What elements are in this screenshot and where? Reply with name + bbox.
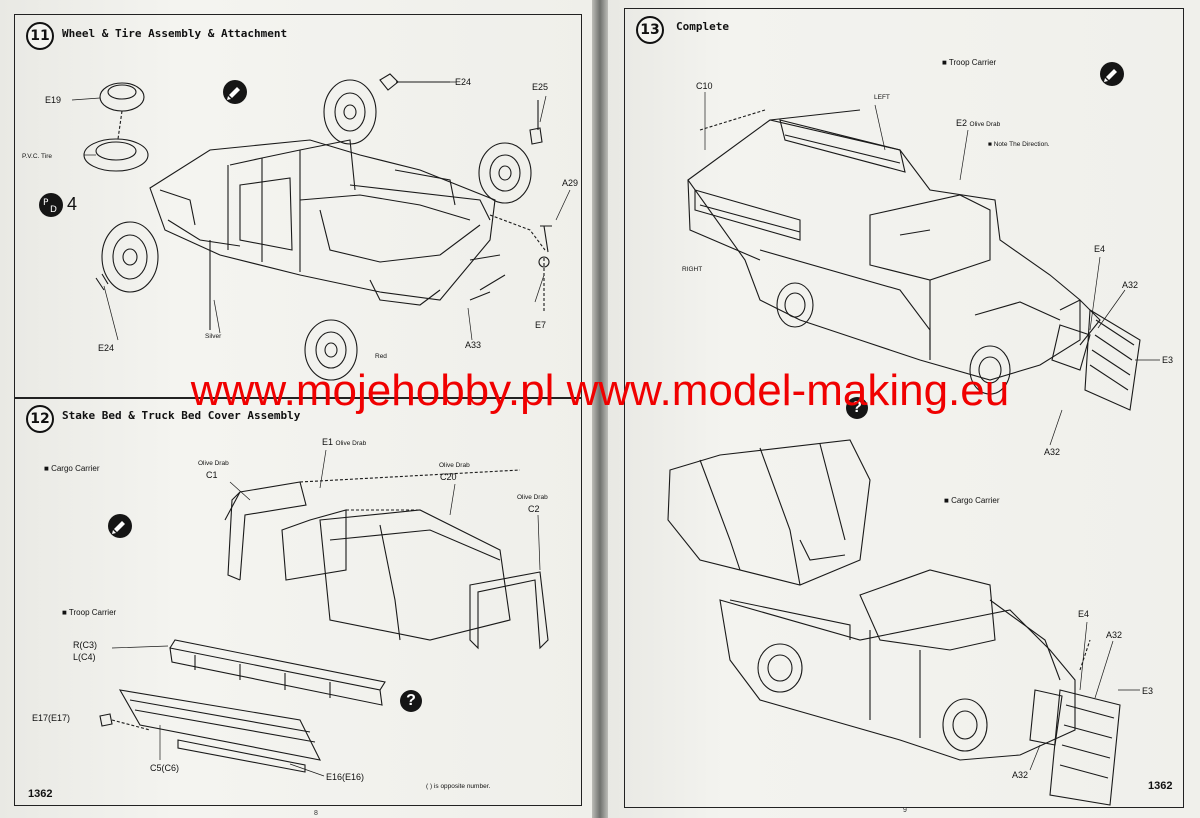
label-e3-bottom: E3 xyxy=(1142,686,1154,696)
step13-title: Complete xyxy=(676,20,729,33)
label-c2-color: Olive Drab xyxy=(517,494,548,501)
step12-cover xyxy=(224,469,549,650)
step13-number: 13 xyxy=(636,16,664,44)
page-code-left: 1362 xyxy=(28,788,53,800)
folio-left: 8 xyxy=(314,810,318,817)
label-e2-color: Olive Drab xyxy=(969,121,1001,128)
page-code-right: 1362 xyxy=(1148,780,1173,792)
label-e4-top: E4 xyxy=(1094,244,1106,254)
label-e19: E19 xyxy=(45,95,62,105)
leader-lines xyxy=(71,81,1160,777)
svg-text:P: P xyxy=(43,198,49,208)
step11-title: Wheel & Tire Assembly & Attachment xyxy=(62,27,288,40)
label-a32-top2: A32 xyxy=(1044,447,1061,457)
right-page xyxy=(604,0,1200,818)
label-c5: C5(C6) xyxy=(150,763,180,773)
left-page xyxy=(0,0,596,818)
label-e24-bottom: E24 xyxy=(98,343,115,353)
label-c20: C20 xyxy=(440,472,457,482)
step11-frame xyxy=(14,14,582,398)
opposite-number-note: ( ) is opposite number. xyxy=(426,783,491,790)
question-mark-icon-right: ? xyxy=(846,397,868,419)
label-red: Red xyxy=(375,353,387,360)
label-right: RIGHT xyxy=(682,266,703,273)
step12-number: 12 xyxy=(26,405,54,433)
label-a32-top: A32 xyxy=(1122,280,1139,290)
question-mark-icon: ? xyxy=(400,690,422,712)
step11-number: 11 xyxy=(26,22,54,50)
label-r-c3: R(C3) xyxy=(73,640,97,650)
folio-right: 9 xyxy=(903,807,907,814)
page-gutter xyxy=(592,0,608,818)
label-a32-bottom: A32 xyxy=(1106,630,1123,640)
label-e1: E1 Olive Drab xyxy=(322,437,366,447)
label-pvc-tire: P.V.C. Tire xyxy=(22,153,52,160)
step11-hummer-body xyxy=(149,139,496,330)
step11-small-parts xyxy=(95,73,552,312)
cargo-carrier-label: Cargo Carrier xyxy=(51,464,100,473)
label-e4-bottom: E4 xyxy=(1078,609,1090,619)
label-e1-code: E1 xyxy=(322,437,334,447)
label-e25: E25 xyxy=(532,82,549,92)
cargo-carrier-label-right: Cargo Carrier xyxy=(951,496,1000,505)
label-a33: A33 xyxy=(465,340,482,350)
label-a29: A29 xyxy=(562,178,579,188)
label-a32-bottom2: A32 xyxy=(1012,770,1029,780)
troop-carrier-note-left: ■ Troop Carrier xyxy=(62,608,117,617)
label-l-c4: L(C4) xyxy=(73,652,96,662)
paint-brush-icon xyxy=(1100,62,1124,86)
label-left: LEFT xyxy=(874,94,890,101)
label-silver: Silver xyxy=(205,333,222,340)
label-e16: E16(E16) xyxy=(326,772,365,782)
cargo-carrier-note-left: ■ Cargo Carrier xyxy=(44,464,100,473)
step13-cargo-carrier xyxy=(667,439,1121,806)
label-c2: C2 xyxy=(528,504,540,514)
step12-stake-rack xyxy=(99,639,386,773)
label-e17: E17(E17) xyxy=(32,713,71,723)
cargo-carrier-note-right: ■ Cargo Carrier xyxy=(944,496,1000,505)
label-e2-code: E2 xyxy=(956,118,968,128)
step13-troop-carrier xyxy=(687,109,1141,411)
label-c10: C10 xyxy=(696,81,713,91)
paint-brush-icon xyxy=(108,514,132,538)
label-e7: E7 xyxy=(535,320,547,330)
troop-carrier-label-right: Troop Carrier xyxy=(948,58,997,67)
label-c1-color: Olive Drab xyxy=(198,460,229,467)
label-c20-color: Olive Drab xyxy=(439,462,470,469)
paint-brush-icon xyxy=(223,80,247,104)
step12-frame xyxy=(14,398,582,806)
step13-frame xyxy=(624,8,1184,808)
watermark-text: www.mojehobby.pl www.model-making.eu xyxy=(190,366,1010,415)
note-direction-text: Note The Direction. xyxy=(993,141,1050,148)
step11-wheels xyxy=(83,79,532,381)
note-direction: ■ Note The Direction. xyxy=(988,141,1050,148)
label-e3-top: E3 xyxy=(1162,355,1174,365)
label-e24-top: E24 xyxy=(455,77,472,87)
label-c1: C1 xyxy=(206,470,218,480)
svg-text:D: D xyxy=(50,205,57,215)
troop-carrier-label: Troop Carrier xyxy=(68,608,117,617)
decal-badge-number: 4 xyxy=(67,194,78,214)
troop-carrier-note-right: ■ Troop Carrier xyxy=(942,58,997,67)
step12-title: Stake Bed & Truck Bed Cover Assembly xyxy=(62,409,301,422)
label-e2: E2 Olive Drab xyxy=(956,118,1000,128)
label-e1-color: Olive Drab xyxy=(335,440,367,447)
